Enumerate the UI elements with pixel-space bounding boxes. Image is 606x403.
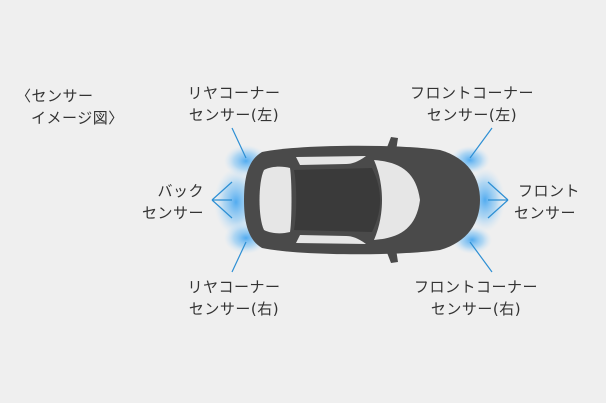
diagram-title: 〈センサー イメージ図〉 [16, 87, 124, 127]
line-rear-corner-left [231, 127, 247, 159]
label-front-corner-right: フロントコーナー センサー(右) [413, 278, 538, 318]
line-front-3 [487, 199, 509, 219]
line-front-corner-right [469, 241, 493, 273]
label-back-sensor: バック センサー [141, 182, 204, 222]
label-rear-corner-right: リヤコーナー センサー(右) [187, 278, 281, 318]
line-front-1 [487, 181, 509, 201]
line-rear-corner-right [231, 241, 247, 273]
line-back-1 [211, 181, 233, 201]
label-rear-corner-left: リヤコーナー センサー(左) [187, 84, 281, 124]
car-body [244, 137, 480, 263]
line-back-3 [211, 199, 233, 219]
line-front-corner-left [469, 127, 493, 159]
leader-lines [211, 127, 509, 273]
label-front-sensor: フロント センサー [514, 182, 581, 222]
label-front-corner-left: フロントコーナー センサー(左) [409, 84, 534, 124]
